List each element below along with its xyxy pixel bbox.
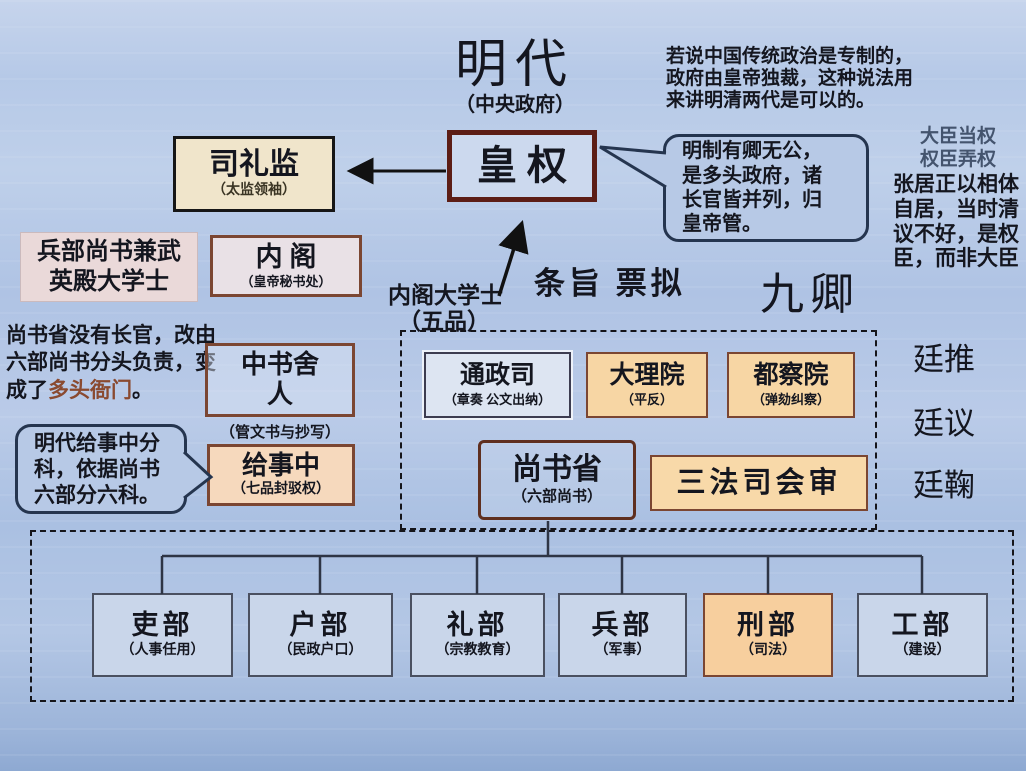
box-sanfasi-label: 三法司会审 (676, 466, 842, 499)
speech-tail-huangquan (599, 145, 667, 189)
ministry-sub: （人事任用） (120, 642, 205, 658)
ministry-sub: （宗教教育） (435, 642, 520, 658)
box-ministry-libu-rites: 礼部 （宗教教育） (410, 593, 545, 677)
ministry-name: 刑部 (737, 610, 799, 641)
box-ministry-gongbu: 工部 （建设） (857, 593, 988, 677)
box-neige-label: 内 阁 (255, 242, 317, 272)
label-tingtui: 廷推 (913, 342, 975, 377)
box-zhongshusheren-sub: （管文书与抄写） (219, 425, 340, 441)
box-tongzhengsi-label: 通政司 (459, 362, 535, 390)
note-zhangjuzheng: 张居正以相体自居，当时清议不好，是权臣，而非大臣 (893, 172, 1019, 271)
box-neige: 内 阁 （皇帝秘书处） (210, 235, 362, 297)
note-shangshusheng-pre: 尚书省没有长官，改由六部尚书分头负责，变成了 (6, 323, 216, 402)
box-duchayuan-label: 都察院 (753, 362, 829, 390)
box-shangshusheng: 尚书省 （六部尚书） (478, 440, 636, 520)
note-top-right: 若说中国传统政治是专制的，政府由皇帝独裁，这种说法用来讲明清两代是可以的。 (666, 46, 914, 112)
speech-bubble-huangquan-text: 明制有卿无公，是多头政府，诸长官皆并列，归皇帝管。 (682, 140, 822, 236)
label-jiuqing: 九卿 (760, 270, 860, 319)
box-jishizhong-sub: （七品封驳权） (232, 482, 330, 498)
ministry-name: 户部 (289, 610, 352, 641)
page-title: 明代 (454, 37, 575, 94)
box-shangshusheng-sub: （六部尚书） (511, 488, 602, 505)
box-daliyuan: 大理院 （平反） (586, 352, 708, 418)
speech-bubble-jishizhong-text: 明代给事中分科，依据尚书六部分六科。 (34, 430, 160, 508)
box-silijian-label: 司礼监 (209, 147, 299, 181)
ministry-name: 工部 (891, 610, 954, 641)
page-subtitle: （中央政府） (455, 94, 575, 116)
note-quanchen-nongquan: 权臣弄权 (919, 148, 996, 170)
ministry-sub: （建设） (894, 642, 951, 658)
note-shangshusheng: 尚书省没有长官，改由六部尚书分头负责，变成了多头衙门。 (6, 322, 222, 404)
box-jishizhong-label: 给事中 (241, 451, 320, 480)
ministry-name: 礼部 (446, 610, 509, 641)
box-huangquan-label: 皇 权 (477, 143, 567, 188)
box-daliyuan-label: 大理院 (609, 362, 685, 390)
label-tingyi: 廷议 (913, 406, 975, 441)
ministry-name: 兵部 (591, 610, 654, 641)
ministry-sub: （军事） (594, 642, 651, 658)
label-neige-daxueshi-rank: （五品） (398, 309, 490, 334)
box-huangquan: 皇 权 (447, 130, 597, 202)
box-duchayuan-sub: （弹劾纠察） (751, 392, 830, 408)
box-sanfasi: 三法司会审 (650, 455, 868, 511)
box-duchayuan: 都察院 （弹劾纠察） (727, 352, 855, 418)
box-ministry-bingbu: 兵部 （军事） (558, 593, 687, 677)
speech-bubble-huangquan: 明制有卿无公，是多头政府，诸长官皆并列，归皇帝管。 (663, 134, 869, 242)
box-silijian: 司礼监 （太监领袖） (173, 136, 335, 212)
label-neige-daxueshi: 内阁大学士 (388, 283, 503, 308)
label-tiaozhi-piaoni: 条旨 票拟 (534, 266, 686, 301)
box-silijian-sub: （太监领袖） (212, 183, 296, 199)
ministry-sub: （司法） (740, 642, 796, 658)
box-daliyuan-sub: （平反） (620, 392, 673, 408)
box-ministry-libu-personnel: 吏部 （人事任用） (92, 593, 233, 677)
box-zhongshusheren: 中书舍人 (205, 343, 355, 417)
ministry-sub: （民政户口） (278, 642, 363, 658)
box-bingbu-shangshu-label: 兵部尚书兼武英殿大学士 (37, 239, 181, 295)
box-tongzhengsi-sub: （章奏 公文出纳） (443, 392, 552, 408)
box-bingbu-shangshu: 兵部尚书兼武英殿大学士 (20, 232, 198, 302)
speech-bubble-jishizhong: 明代给事中分科，依据尚书六部分六科。 (15, 424, 187, 514)
box-neige-sub: （皇帝秘书处） (240, 274, 332, 290)
note-shangshusheng-highlight: 多头衙门 (48, 377, 132, 402)
ministry-name: 吏部 (131, 610, 194, 641)
note-dachen-dangquan: 大臣当权 (919, 126, 996, 147)
note-shangshusheng-post: 。 (132, 377, 153, 402)
box-tongzhengsi: 通政司 （章奏 公文出纳） (424, 352, 571, 418)
label-tingju: 廷鞠 (913, 468, 975, 503)
box-ministry-xingbu: 刑部 （司法） (703, 593, 833, 677)
box-jishizhong: 给事中 （七品封驳权） (207, 444, 355, 506)
box-ministry-hubu: 户部 （民政户口） (248, 593, 393, 677)
box-shangshusheng-label: 尚书省 (512, 453, 602, 487)
box-zhongshusheren-label: 中书舍人 (240, 350, 319, 409)
